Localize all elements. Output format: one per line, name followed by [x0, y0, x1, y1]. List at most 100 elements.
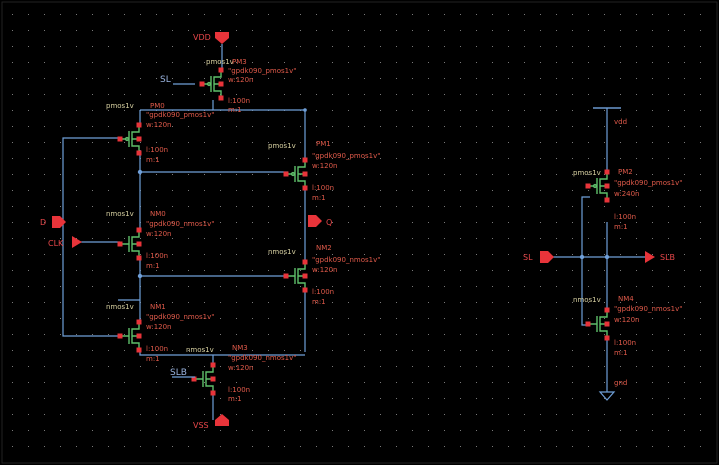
pin-vdd-label: VDD [193, 33, 211, 42]
nm4-type: nmos1v [573, 296, 601, 304]
nm1-l: l:100n [146, 345, 168, 353]
nm1-inst: NM1 [150, 303, 166, 311]
gnd-right-label: gnd [614, 379, 627, 387]
pin-sl-label: SL [160, 75, 171, 85]
pm3-w: w:120n [228, 76, 254, 84]
pin-q[interactable]: Q [308, 215, 332, 227]
pin-slb-label: SLB [170, 368, 187, 378]
pm1-model: "gpdk090_pmos1v" [312, 152, 380, 160]
nm2-m: m:1 [312, 298, 326, 306]
pm2-labels: pmos1v PM2 "gpdk090_pmos1v" w:240n l:100… [573, 168, 682, 231]
nm4-m: m:1 [614, 349, 628, 357]
nm0-w: w:120n [146, 230, 172, 238]
nm1-model: "gpdk090_nmos1v" [146, 313, 214, 321]
vdd-right-label: vdd [614, 118, 627, 126]
pin-sl-left[interactable]: SL [160, 75, 195, 85]
nm3-transistor[interactable] [191, 362, 216, 396]
nm3-inst: NM3 [232, 344, 248, 352]
pm2-m: m:1 [614, 223, 628, 231]
pin-d-label: D [40, 218, 46, 227]
nm3-l: l:100n [228, 386, 250, 394]
pm3-type: pmos1v [206, 58, 234, 66]
pin-d[interactable]: D [40, 216, 66, 228]
nm4-w: w:120n [614, 316, 640, 324]
pm0-model: "gpdk090_pmos1v" [146, 111, 214, 119]
pm3-labels: pmos1v PM3 "gpdk090_pmos1v" w:120n l:100… [206, 58, 296, 114]
pm3-l: l:100n [228, 97, 250, 105]
pin-slb-out-label: SLB [660, 253, 675, 262]
pm0-type: pmos1v [106, 102, 134, 110]
nm2-labels: nmos1v NM2 "gpdk090_nmos1v" w:120n l:100… [268, 244, 380, 306]
pm1-transistor[interactable] [283, 157, 308, 191]
nm2-w: w:120n [312, 266, 338, 274]
left-circuit-wires [62, 44, 306, 420]
pm2-model: "gpdk090_pmos1v" [614, 179, 682, 187]
nm4-labels: nmos1v NM4 "gpdk090_nmos1v" w:120n l:100… [573, 295, 682, 357]
nm2-model: "gpdk090_nmos1v" [312, 256, 380, 264]
nm0-type: nmos1v [106, 210, 134, 218]
pm0-inst: PM0 [150, 102, 165, 110]
pm1-m: m:1 [312, 194, 326, 202]
nm1-transistor[interactable] [117, 319, 142, 353]
nm2-transistor[interactable] [283, 259, 308, 293]
nm1-labels: nmos1v NM1 "gpdk090_nmos1v" w:120n l:100… [106, 303, 214, 363]
pin-clk[interactable]: CLK [48, 236, 82, 248]
pm1-w: w:120n [312, 162, 338, 170]
nm0-m: m:1 [146, 262, 160, 270]
pm3-inst: PM3 [232, 58, 247, 66]
pin-sl-right[interactable]: SL [523, 251, 554, 263]
pin-vss[interactable]: VSS [193, 414, 229, 430]
pm1-inst: PM1 [316, 140, 331, 148]
nm3-w: w:120n [228, 364, 254, 372]
nm4-transistor[interactable] [585, 307, 610, 341]
nm3-labels: nmos1v NM3 "gpdk090_nmos1v" w:120n l:100… [186, 344, 296, 403]
right-circuit-wires [550, 107, 645, 392]
nm2-l: l:100n [312, 288, 334, 296]
nm4-inst: NM4 [618, 295, 634, 303]
pm0-l: l:100n [146, 146, 168, 154]
pm0-labels: pmos1v PM0 "gpdk090_pmos1v" w:120n l:100… [106, 102, 214, 164]
pm0-w: w:120n [146, 121, 172, 129]
pm3-transistor[interactable] [199, 67, 224, 101]
pin-q-label: Q [326, 218, 332, 227]
nm2-type: nmos1v [268, 248, 296, 256]
pm2-l: l:100n [614, 213, 636, 221]
nm0-l: l:100n [146, 252, 168, 260]
pm2-inst: PM2 [618, 168, 633, 176]
pin-sl-in-label: SL [523, 253, 533, 262]
pm2-w: w:240n [614, 190, 640, 198]
pin-vss-label: VSS [193, 421, 209, 430]
nm0-transistor[interactable] [117, 227, 142, 261]
nm1-m: m:1 [146, 355, 160, 363]
nm2-inst: NM2 [316, 244, 332, 252]
nm1-w: w:120n [146, 323, 172, 331]
pin-clk-label: CLK [48, 239, 64, 248]
pm1-labels: pmos1v PM1 "gpdk090_pmos1v" w:120n l:100… [268, 140, 380, 202]
pin-vdd[interactable]: VDD [193, 32, 229, 44]
pm2-transistor[interactable] [585, 169, 610, 203]
pin-slb-left[interactable]: SLB [170, 368, 195, 378]
nm4-model: "gpdk090_nmos1v" [614, 305, 682, 313]
pm0-transistor[interactable] [117, 122, 142, 156]
pm3-model: "gpdk090_pmos1v" [228, 67, 296, 75]
pm1-type: pmos1v [268, 142, 296, 150]
pm0-m: m:1 [146, 156, 160, 164]
gnd-symbol-right[interactable]: gnd [598, 379, 627, 401]
nm1-type: nmos1v [106, 303, 134, 311]
pm3-m: m:1 [228, 106, 242, 114]
junction-dots [137, 108, 610, 279]
pm1-l: l:100n [312, 184, 334, 192]
grid-dots [12, 14, 701, 447]
nm0-inst: NM0 [150, 210, 166, 218]
pin-slb-right[interactable]: SLB [645, 251, 675, 263]
nm4-l: l:100n [614, 339, 636, 347]
vdd-symbol-right[interactable]: vdd [593, 107, 627, 126]
pm2-type: pmos1v [573, 169, 601, 177]
nm3-type: nmos1v [186, 346, 214, 354]
nm3-m: m:1 [228, 395, 242, 403]
nm0-labels: nmos1v NM0 "gpdk090_nmos1v" w:120n l:100… [106, 210, 214, 270]
nm0-model: "gpdk090_nmos1v" [146, 220, 214, 228]
